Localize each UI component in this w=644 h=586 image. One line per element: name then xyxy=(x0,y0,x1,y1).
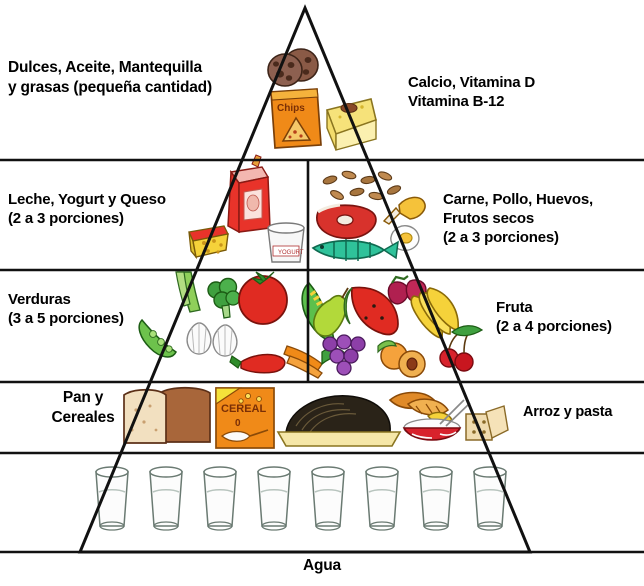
cherries-icon xyxy=(439,325,484,372)
water-glass-icon xyxy=(365,466,399,531)
tier-divider-lines xyxy=(0,158,644,554)
svg-text:0: 0 xyxy=(235,418,241,429)
tier2-food-art: YOGURT xyxy=(188,154,426,263)
label-vegetables: Verduras (3 a 5 porciones) xyxy=(8,291,124,328)
label-dairy: Leche, Yogurt y Queso (2 a 3 porciones) xyxy=(8,191,166,228)
water-glasses-row xyxy=(95,466,507,531)
svg-text:YOGURT: YOGURT xyxy=(278,250,304,256)
crackers-icon xyxy=(465,405,509,441)
bread-loaf-icon xyxy=(123,386,211,444)
label-rice-pasta: Arroz y pasta xyxy=(523,404,613,420)
chili-pepper-icon xyxy=(229,353,286,374)
watermelon-icon xyxy=(343,286,399,336)
garlic-icon xyxy=(186,322,238,357)
svg-text:CEREAL: CEREAL xyxy=(221,403,267,415)
label-water: Agua xyxy=(303,557,341,574)
fish-icon xyxy=(311,239,399,261)
water-glass-icon xyxy=(203,466,237,531)
water-glass-icon xyxy=(257,466,291,531)
broccoli-icon xyxy=(207,277,241,319)
label-calcium-vitamins: Calcio, Vitamina D Vitamina B-12 xyxy=(408,74,535,111)
water-glass-icon xyxy=(473,466,507,531)
chips-bag-icon: Chips xyxy=(270,88,322,149)
beans-icon xyxy=(322,170,402,201)
steak-icon xyxy=(315,203,377,239)
cookie-icon xyxy=(267,48,319,87)
pear-icon xyxy=(312,287,349,337)
tier1-food-art: Chips xyxy=(267,48,377,151)
apricots-icon xyxy=(377,340,426,378)
label-sweets-fats: Dulces, Aceite, Mantequilla y grasas (pe… xyxy=(8,59,212,96)
spaghetti-icon xyxy=(276,395,402,447)
label-meat-protein: Carne, Pollo, Huevos, Frutos secos (2 a … xyxy=(443,191,594,247)
svg-text:Chips: Chips xyxy=(277,103,305,114)
rice-bowl-icon xyxy=(402,399,471,441)
tomato-icon xyxy=(238,271,288,325)
cheese-wedge-icon xyxy=(188,225,229,260)
cake-slice-icon xyxy=(325,98,377,151)
peas-icon xyxy=(138,318,177,358)
label-bread-cereals: Pan y Cereales xyxy=(51,389,115,426)
water-glass-icon xyxy=(95,466,129,531)
milk-carton-icon xyxy=(227,154,271,234)
label-fruit: Fruta (2 a 4 porciones) xyxy=(496,299,612,336)
tier4-grains-art: CEREAL 0 xyxy=(123,386,509,449)
tier3-fruit-art xyxy=(312,275,484,378)
grapes-icon xyxy=(322,334,366,376)
yogurt-cup-icon: YOGURT xyxy=(267,222,305,263)
water-glass-icon xyxy=(311,466,345,531)
cereal-box-icon: CEREAL 0 xyxy=(215,387,275,449)
water-glass-icon xyxy=(419,466,453,531)
water-glass-icon xyxy=(149,466,183,531)
croissant-icon xyxy=(388,391,453,423)
